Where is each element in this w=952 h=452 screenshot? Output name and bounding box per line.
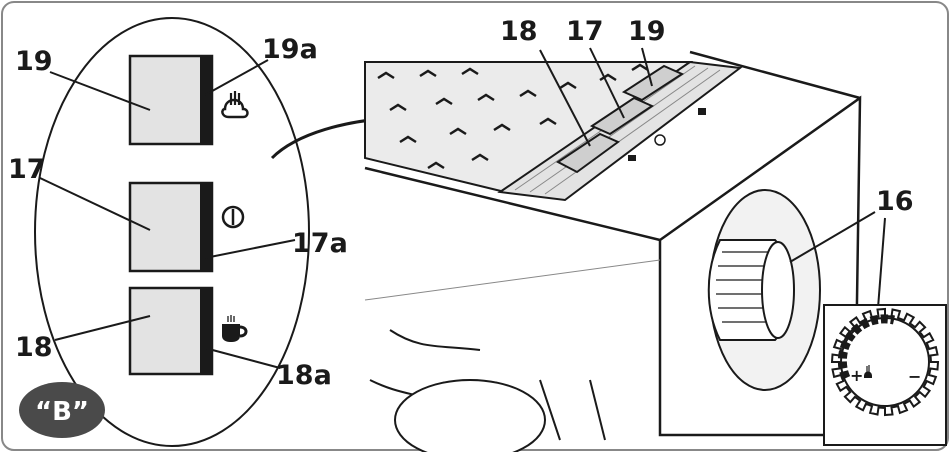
machine-button-19 — [621, 64, 685, 102]
cup-icon — [222, 315, 248, 342]
label-19a: 19a — [262, 34, 318, 65]
label-18: 18 — [15, 332, 53, 363]
dial-label-16: 16 — [876, 186, 914, 217]
detail-ellipse — [34, 17, 310, 447]
indicator-19a — [200, 56, 212, 144]
label-17a: 17a — [292, 228, 348, 259]
steam-icon — [221, 91, 249, 119]
machine-label-19: 19 — [628, 16, 666, 47]
button-19[interactable] — [128, 54, 214, 146]
power-icon — [221, 205, 245, 229]
button-18[interactable] — [128, 286, 214, 376]
dial-minus: − — [908, 367, 921, 386]
figure-badge: “B” — [19, 382, 105, 438]
label-18a: 18a — [276, 360, 332, 391]
dial-inset: + − — [823, 304, 947, 446]
leader-lines — [39, 59, 296, 369]
label-19: 19 — [15, 46, 53, 77]
machine-button-18 — [556, 132, 620, 174]
coffee-machine — [364, 50, 862, 452]
figure-badge-text: “B” — [35, 397, 89, 427]
machine-leader-lines — [539, 47, 886, 309]
dial-steam-icon — [864, 365, 872, 378]
machine-label-17: 17 — [566, 16, 604, 47]
indicator-17a — [200, 183, 212, 271]
machine-label-18: 18 — [500, 16, 538, 47]
dial-scale-arc — [837, 314, 896, 380]
label-17: 17 — [8, 154, 46, 185]
dial-plus: + — [850, 366, 863, 385]
indicator-18a — [200, 288, 212, 374]
